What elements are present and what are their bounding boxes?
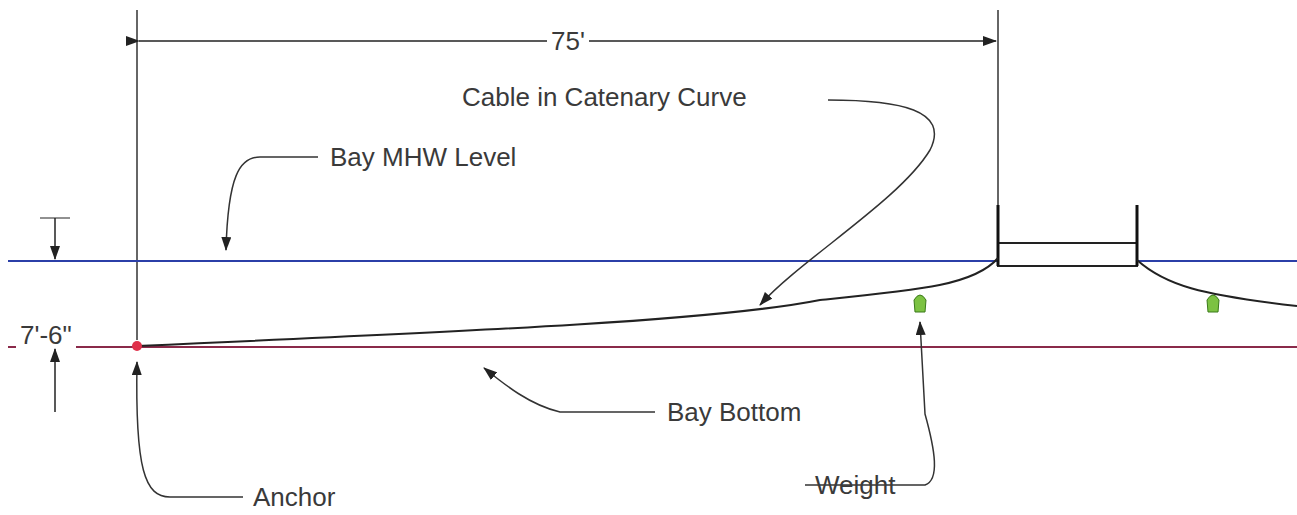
leader-line bbox=[137, 362, 243, 497]
dock-post bbox=[997, 205, 1000, 266]
cable bbox=[137, 258, 998, 346]
weight bbox=[1207, 295, 1219, 312]
floating-dock bbox=[998, 243, 1137, 266]
dimension-label: 75' bbox=[547, 28, 589, 54]
leader-line bbox=[484, 368, 655, 412]
callout-label: Anchor bbox=[249, 484, 339, 510]
weight bbox=[914, 295, 926, 312]
callout-label: Bay Bottom bbox=[663, 399, 805, 425]
dimension-tick bbox=[40, 218, 70, 219]
dock-post bbox=[1136, 205, 1139, 266]
callout-label: Bay MHW Level bbox=[326, 144, 520, 170]
leader-line bbox=[760, 100, 934, 305]
leader-line bbox=[805, 322, 934, 485]
leader-line bbox=[226, 157, 318, 250]
anchor bbox=[132, 341, 142, 351]
bay-bottom-line bbox=[8, 346, 1297, 348]
dimension-arrow bbox=[54, 349, 56, 412]
callout-label: Weight bbox=[811, 472, 899, 498]
extension-line bbox=[136, 10, 138, 340]
dimension-arrow bbox=[54, 218, 56, 259]
callout-label: Cable in Catenary Curve bbox=[458, 84, 751, 110]
dimension-label: 7'-6" bbox=[16, 322, 76, 348]
